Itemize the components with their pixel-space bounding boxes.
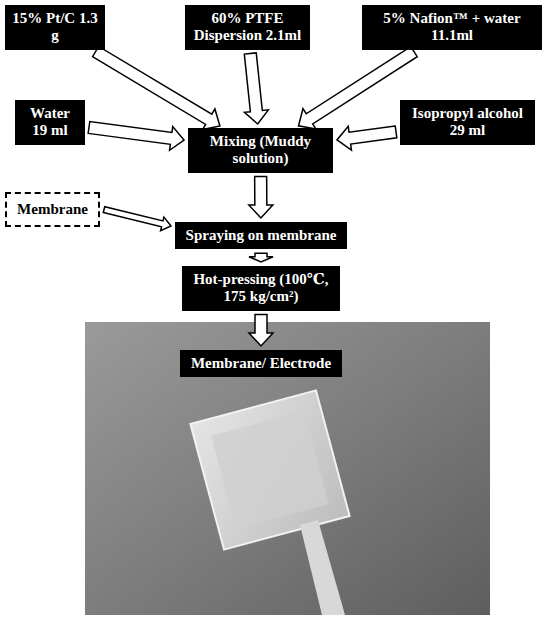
process-box: Water 19 ml	[15, 100, 85, 145]
box-text: Water 19 ml	[21, 105, 79, 140]
flow-arrow	[88, 121, 184, 150]
box-text: 60% PTFE Dispersion 2.1ml	[191, 10, 304, 45]
flow-arrow	[93, 46, 220, 129]
process-box: Spraying on membrane	[175, 222, 347, 249]
tweezer-handle	[300, 520, 345, 615]
box-text: Isopropyl alcohol 29 ml	[406, 105, 529, 140]
flow-arrow	[249, 176, 273, 218]
flow-arrow	[249, 315, 273, 347]
box-text: Spraying on membrane	[181, 227, 341, 244]
flow-arrow	[103, 207, 171, 231]
process-box: Mixing (Muddy solution)	[188, 128, 333, 173]
flow-arrow	[249, 253, 273, 262]
membrane-sheet	[190, 390, 349, 549]
process-box: Membrane/ Electrode	[180, 350, 342, 377]
box-text: Hot-pressing (100℃, 175 kg/cm²)	[188, 271, 334, 306]
process-box: 15% Pt/C 1.3 g	[5, 5, 105, 50]
box-text: 15% Pt/C 1.3 g	[11, 10, 99, 45]
box-text: Membrane/ Electrode	[186, 355, 336, 372]
input-box: Membrane	[5, 192, 100, 227]
photo-background	[85, 322, 490, 615]
flow-arrow	[244, 53, 268, 124]
process-box: 5% Nafion™ + water 11.1ml	[362, 5, 542, 50]
process-box: 60% PTFE Dispersion 2.1ml	[185, 5, 310, 50]
box-text: Mixing (Muddy solution)	[194, 133, 327, 168]
box-text: Membrane	[13, 201, 92, 218]
flow-arrow	[337, 126, 397, 150]
process-box: Hot-pressing (100℃, 175 kg/cm²)	[182, 266, 340, 311]
box-text: 5% Nafion™ + water 11.1ml	[368, 10, 536, 45]
process-box: Isopropyl alcohol 29 ml	[400, 100, 535, 145]
